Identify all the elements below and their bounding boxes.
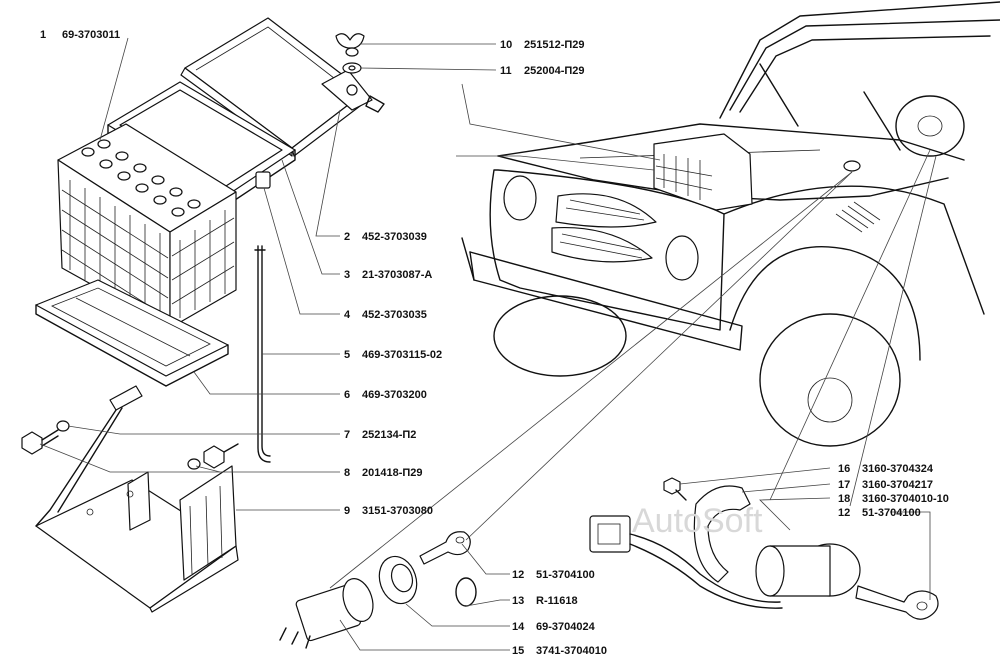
bolt-right bbox=[187, 443, 239, 470]
bolt-left bbox=[21, 420, 70, 455]
switch-exploded bbox=[279, 531, 477, 649]
callout-number: 1 bbox=[40, 29, 46, 41]
callout-number: 14 bbox=[512, 621, 525, 633]
callout-12-right: 12 51-3704100 bbox=[838, 507, 921, 519]
callout-number: 5 bbox=[344, 349, 350, 361]
callout-18: 18 3160-3704010-10 bbox=[838, 493, 949, 505]
callout-2: 2 452-3703039 bbox=[344, 231, 427, 243]
callout-number: 18 bbox=[838, 493, 850, 505]
leader-lines bbox=[39, 37, 937, 651]
part-code: 452-3703035 bbox=[362, 309, 427, 321]
callout-number: 3 bbox=[344, 269, 350, 281]
part-code: 21-3703087-А bbox=[362, 269, 432, 281]
callout-11: 11 252004-П29 bbox=[500, 65, 585, 77]
callout-13: 13 R-11618 bbox=[512, 595, 578, 607]
battery-tray bbox=[35, 279, 229, 387]
part-code: 3160-3704217 bbox=[862, 479, 933, 491]
callout-8: 8 201418-П29 bbox=[344, 467, 423, 479]
battery-cover bbox=[180, 17, 385, 157]
callout-number: 6 bbox=[344, 389, 350, 401]
ignition-switch-assembly bbox=[589, 477, 939, 620]
callout-number: 7 bbox=[344, 429, 350, 441]
callout-16: 16 3160-3704324 bbox=[838, 463, 934, 475]
part-code: 51-3704100 bbox=[536, 569, 595, 581]
washer bbox=[342, 62, 362, 74]
callout-6: 6 469-3703200 bbox=[344, 389, 427, 401]
callout-number: 13 bbox=[512, 595, 524, 607]
part-code: 51-3704100 bbox=[862, 507, 921, 519]
part-code: 469-3703115-02 bbox=[362, 349, 442, 361]
callout-number: 8 bbox=[344, 467, 350, 479]
part-code: 452-3703039 bbox=[362, 231, 427, 243]
callout-12-lower: 12 51-3704100 bbox=[512, 569, 595, 581]
callout-17: 17 3160-3704217 bbox=[838, 479, 933, 491]
part-code: 252004-П29 bbox=[524, 65, 585, 77]
callout-number: 4 bbox=[344, 309, 351, 321]
part-code: 3741-3704010 bbox=[536, 645, 607, 657]
callout-number: 17 bbox=[838, 479, 850, 491]
part-code: 3160-3704324 bbox=[862, 463, 934, 475]
tie-rod bbox=[254, 245, 271, 463]
callout-7: 7 252134-П2 bbox=[344, 429, 416, 441]
callout-10: 10 251512-П29 bbox=[500, 39, 585, 51]
part-code: 69-3703011 bbox=[62, 29, 120, 41]
part-code: 201418-П29 bbox=[362, 467, 423, 479]
part-code: R-11618 bbox=[536, 595, 578, 607]
callout-14: 14 69-3704024 bbox=[512, 621, 596, 633]
part-code: 3151-3703080 bbox=[362, 505, 433, 517]
watermark: AutoSoft bbox=[632, 502, 763, 540]
callout-number: 9 bbox=[344, 505, 350, 517]
callout-9: 9 3151-3703080 bbox=[344, 505, 433, 517]
vehicle-front bbox=[461, 1, 1000, 447]
battery-frame bbox=[107, 81, 296, 207]
callout-number: 12 bbox=[838, 507, 850, 519]
callout-3: 3 21-3703087-А bbox=[344, 269, 432, 281]
wing-nut bbox=[335, 33, 365, 57]
part-code: 3160-3704010-10 bbox=[862, 493, 949, 505]
callout-number: 16 bbox=[838, 463, 850, 475]
callout-number: 15 bbox=[512, 645, 524, 657]
callout-number: 11 bbox=[500, 65, 512, 77]
part-code: 252134-П2 bbox=[362, 429, 416, 441]
callout-4: 4 452-3703035 bbox=[344, 309, 427, 321]
callout-number: 12 bbox=[512, 569, 524, 581]
battery bbox=[57, 123, 237, 329]
callout-number: 10 bbox=[500, 39, 512, 51]
callout-15: 15 3741-3704010 bbox=[512, 645, 607, 657]
callout-1: 1 69-3703011 bbox=[40, 29, 120, 41]
callout-number: 2 bbox=[344, 231, 350, 243]
part-code: 251512-П29 bbox=[524, 39, 585, 51]
part-code: 69-3704024 bbox=[536, 621, 596, 633]
battery-bracket bbox=[35, 385, 239, 613]
callout-5: 5 469-3703115-02 bbox=[344, 349, 442, 361]
part-code: 469-3703200 bbox=[362, 389, 427, 401]
